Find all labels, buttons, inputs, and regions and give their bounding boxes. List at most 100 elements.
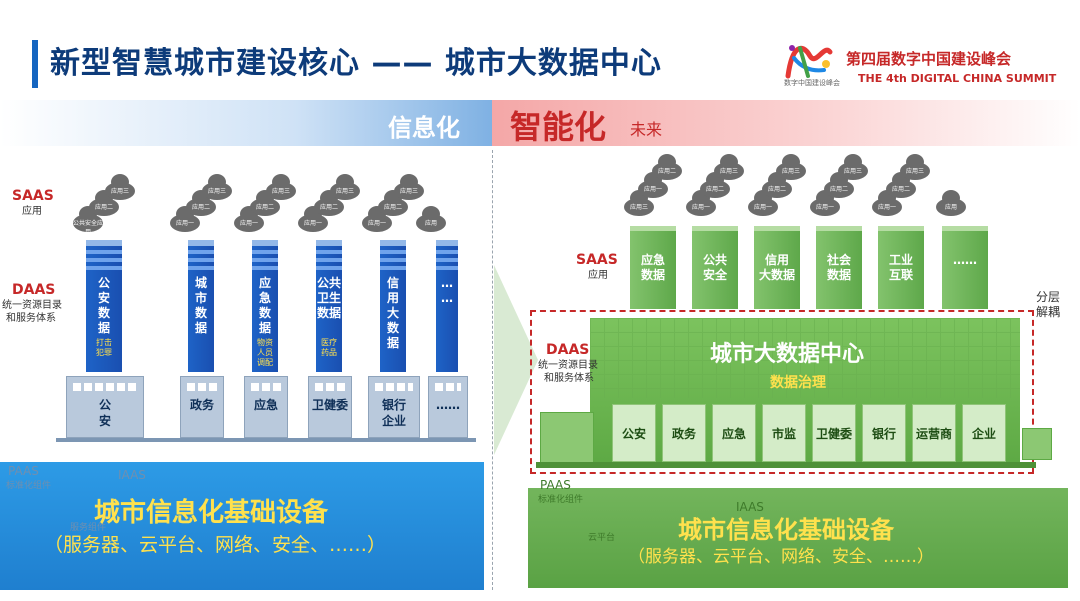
left-chimney: 应 急 数 据物资 人员 调配 xyxy=(252,240,278,372)
cloud-label: 应用二 xyxy=(319,204,338,211)
cloud-label: 应用三 xyxy=(843,168,862,175)
chimney-stripe xyxy=(316,258,342,262)
building-windows xyxy=(435,383,461,391)
data-governance-label: 数据治理 xyxy=(770,375,826,391)
chimney-label: … … xyxy=(441,276,453,305)
right-data-tower: 公共 安全 xyxy=(692,226,738,309)
chimney-stripe xyxy=(380,250,406,254)
chimney-stripe xyxy=(188,250,214,254)
chimney-stripe xyxy=(252,250,278,254)
data-center-title: 城市大数据中心 xyxy=(710,342,865,367)
building-windows xyxy=(251,383,281,391)
chimney-sublabel: 物资 人员 调配 xyxy=(257,338,273,367)
smoke-cloud-icon: 应用二 xyxy=(762,172,792,198)
chimney-sublabel: 医疗 药品 xyxy=(321,338,337,357)
chimney-label: 公 安 数 据 xyxy=(97,276,110,335)
smoke-cloud-icon: 应用三 xyxy=(900,154,930,180)
chimney-label: 城 市 数 据 xyxy=(194,276,207,335)
cloud-label: 应用三 xyxy=(335,188,354,195)
smoke-cloud-icon: 应用二 xyxy=(652,154,682,180)
department-door: 市监 xyxy=(762,404,806,462)
smoke-cloud-icon: 应用二 xyxy=(250,190,280,216)
building-windows xyxy=(315,383,345,391)
left-saas-sub: 应用 xyxy=(22,206,42,217)
smoke-cloud-icon: 应用二 xyxy=(700,172,730,198)
chimney-stripe xyxy=(188,258,214,262)
left-department-building: 银行 企业 xyxy=(368,376,420,438)
door-label: 卫健委 xyxy=(815,427,852,441)
smoke-cloud-icon: 应用一 xyxy=(170,206,200,232)
smoke-cloud-icon: 应用三 xyxy=(105,174,135,200)
tower-label: 社会 数据 xyxy=(826,253,851,282)
smoke-cloud-icon: 应用三 xyxy=(266,174,296,200)
band-informatization xyxy=(0,100,492,146)
cloud-label: 应用三 xyxy=(110,188,129,195)
building-windows xyxy=(73,383,137,391)
chimney-stripe xyxy=(436,258,458,262)
chimney-stripe xyxy=(380,258,406,262)
chimney-stripe xyxy=(380,266,406,270)
left-saas-label: SAAS xyxy=(12,188,54,204)
cloud-label: 应用三 xyxy=(271,188,290,195)
building-label: 卫健委 xyxy=(311,398,348,412)
data-center-annex-left xyxy=(540,412,594,464)
chimney-stripe xyxy=(252,266,278,270)
cloud-label: 应用 xyxy=(424,220,437,227)
left-chimney: 公 安 数 据打击 犯罪 xyxy=(86,240,122,372)
building-label: …… xyxy=(436,398,460,412)
band-right-sublabel: 未来 xyxy=(630,120,663,139)
right-base-subtitle: （服务器、云平台、网络、安全、……） xyxy=(628,547,934,567)
smoke-cloud-icon: 应用一 xyxy=(872,190,902,216)
building-label: 银行 企业 xyxy=(381,398,406,428)
cloud-label: 应用 xyxy=(944,204,957,211)
chimney-stripe xyxy=(436,250,458,254)
right-data-tower: 信用 大数据 xyxy=(754,226,800,309)
building-windows xyxy=(187,383,217,391)
smoke-cloud-icon: 应用二 xyxy=(824,172,854,198)
building-label: 公 安 xyxy=(98,398,111,428)
department-door: 应急 xyxy=(712,404,756,462)
smoke-cloud-icon: 应用一 xyxy=(686,190,716,216)
right-data-tower: 应急 数据 xyxy=(630,226,676,309)
cloud-label: 应用二 xyxy=(891,186,910,193)
data-center-grid xyxy=(590,318,1020,398)
smoke-cloud-icon: 应用三 xyxy=(202,174,232,200)
chimney-sublabel: 打击 犯罪 xyxy=(96,338,112,357)
center-divider xyxy=(492,150,493,590)
door-label: 公安 xyxy=(621,427,646,441)
smoke-cloud-icon: 应用三 xyxy=(838,154,868,180)
door-label: 市监 xyxy=(771,427,796,441)
smoke-cloud-icon: 应用二 xyxy=(378,190,408,216)
department-door: 卫健委 xyxy=(812,404,856,462)
left-department-building: 卫健委 xyxy=(308,376,352,438)
chimney-stripe xyxy=(436,266,458,270)
cloud-label: 应用二 xyxy=(94,204,113,211)
cloud-label: 应用一 xyxy=(239,220,258,227)
left-paas-sub: 标准化组件 xyxy=(6,481,52,491)
smoke-cloud-icon: 应用二 xyxy=(89,190,119,216)
cloud-label: 应用一 xyxy=(877,204,896,211)
cloud-label: 应用一 xyxy=(367,220,386,227)
right-paas-sub: 标准化组件 xyxy=(538,495,584,505)
cloud-label: 应用三 xyxy=(207,188,226,195)
left-department-building: …… xyxy=(428,376,468,438)
right-paas-label: PAAS xyxy=(540,478,571,492)
cloud-label: 应用二 xyxy=(657,168,676,175)
data-center-annex-right xyxy=(1022,428,1052,460)
right-daas-label: DAAS xyxy=(546,342,590,358)
chimney-stripe xyxy=(86,258,122,262)
right-saas-sub: 应用 xyxy=(588,270,608,281)
smoke-cloud-icon: 应用一 xyxy=(362,206,392,232)
tower-label: 公共 安全 xyxy=(702,253,727,282)
department-door: 政务 xyxy=(662,404,706,462)
cloud-label: 应用一 xyxy=(753,204,772,211)
data-center-foundation xyxy=(536,462,1036,468)
smoke-cloud-icon: 公共安全应用 xyxy=(73,206,103,236)
chimney-stripe xyxy=(86,266,122,270)
building-label: 应急 xyxy=(253,398,278,412)
cloud-label: 应用三 xyxy=(905,168,924,175)
cloud-label: 应用一 xyxy=(303,220,322,227)
right-cloud-label: 云平台 xyxy=(588,533,616,543)
cloud-label: 应用一 xyxy=(815,204,834,211)
cloud-label: 应用二 xyxy=(705,186,724,193)
